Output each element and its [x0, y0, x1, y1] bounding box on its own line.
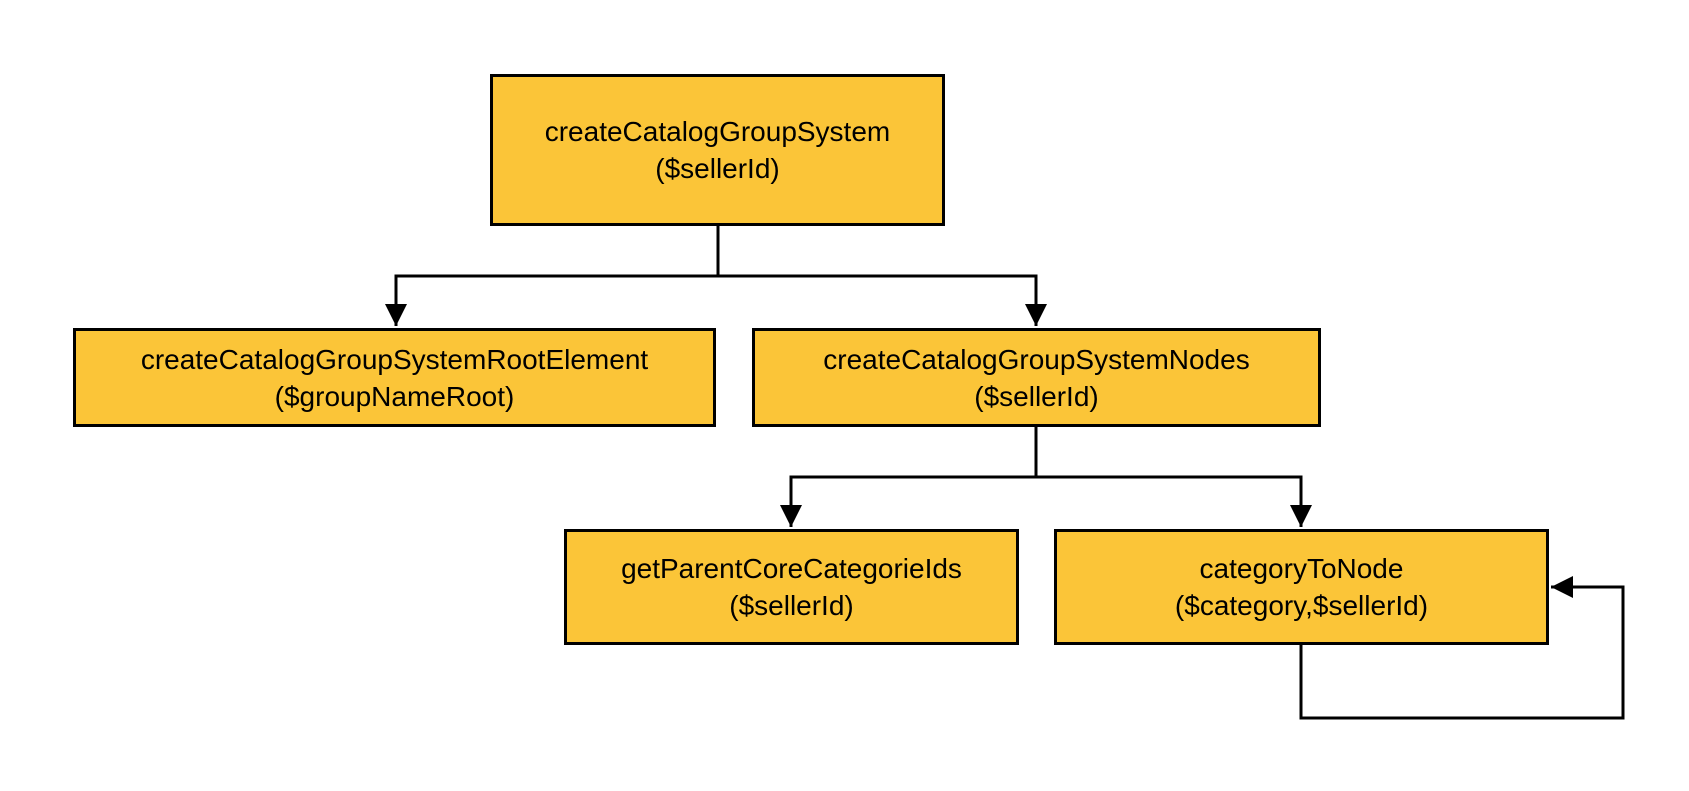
node-function-name: createCatalogGroupSystemRootElement — [140, 343, 649, 375]
node-create-catalog-group-system-nodes: createCatalogGroupSystemNodes ($sellerId… — [752, 328, 1321, 427]
node-function-param: ($sellerId) — [729, 590, 854, 621]
node-function-param: ($sellerId) — [974, 380, 1099, 412]
node-get-parent-core-categorie-ids: getParentCoreCategorieIds ($sellerId) — [564, 529, 1019, 645]
node-create-catalog-group-system-root-element: createCatalogGroupSystemRootElement ($gr… — [73, 328, 716, 427]
node-category-to-node: categoryToNode ($category,$sellerId) — [1054, 529, 1549, 645]
node-function-name: categoryToNode — [1199, 553, 1404, 584]
edge-category-to-node-self-loop — [1299, 576, 1625, 720]
node-function-name: createCatalogGroupSystemNodes — [823, 343, 1250, 375]
node-create-catalog-group-system: createCatalogGroupSystem ($sellerId) — [490, 74, 945, 226]
edge-system-nodes-to-category-to-node — [1036, 475, 1312, 527]
node-function-param: ($sellerId) — [655, 153, 780, 184]
node-function-name: getParentCoreCategorieIds — [621, 553, 962, 584]
node-function-param: ($groupNameRoot) — [274, 380, 515, 412]
node-function-name: createCatalogGroupSystem — [544, 116, 891, 147]
edge-root-to-system-nodes — [718, 274, 1047, 326]
edge-root-to-root-element — [385, 226, 720, 326]
node-function-param: ($category,$sellerId) — [1174, 590, 1429, 621]
edge-system-nodes-to-parent-core-ids — [780, 427, 1038, 527]
